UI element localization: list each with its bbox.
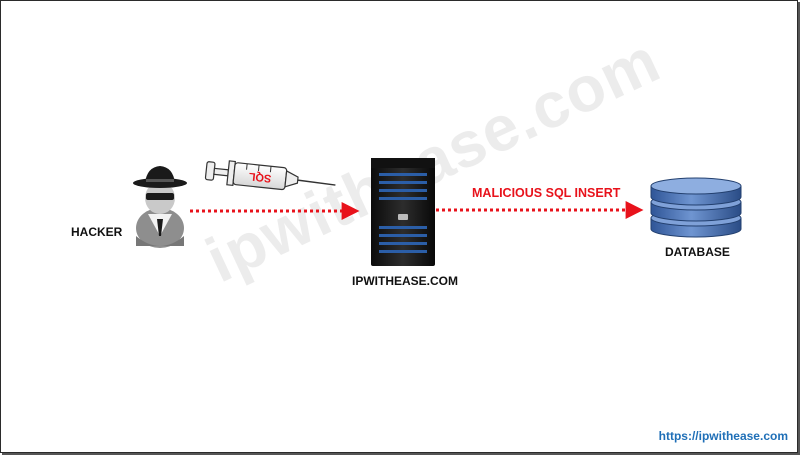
server-tower-icon — [371, 158, 435, 266]
database-label: DATABASE — [665, 245, 730, 259]
server-label: IPWITHEASE.COM — [352, 274, 459, 288]
syringe-label: SQL — [248, 170, 272, 184]
hacker-label: HACKER — [71, 225, 123, 239]
hacker-spy-icon — [133, 166, 187, 248]
database-cylinder-icon — [650, 177, 742, 238]
footer-url[interactable]: https://ipwithease.com — [658, 429, 788, 443]
malicious-edge-label: MALICIOUS SQL INSERT — [472, 186, 621, 200]
syringe-icon — [204, 160, 336, 191]
